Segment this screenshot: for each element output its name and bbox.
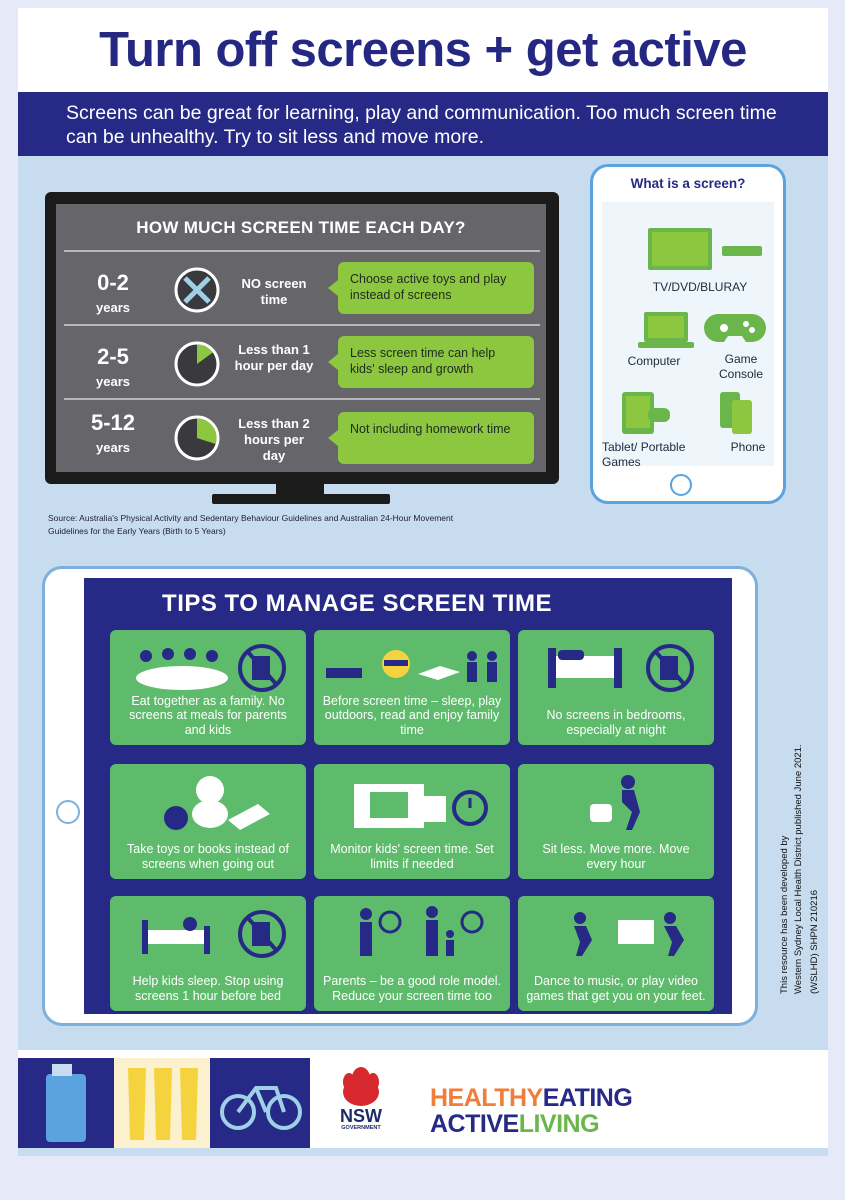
family-activities-icon	[326, 650, 497, 682]
subtitle-bar: Screens can be great for learning, play …	[18, 92, 828, 156]
tip-text: Sit less. Move more. Move every hour	[542, 842, 690, 871]
bicycle-icon	[220, 1086, 302, 1130]
tip-card: Sit less. Move more. Move every hour	[518, 764, 714, 879]
sleeping-child-icon	[142, 910, 286, 958]
tv-icon	[648, 228, 762, 270]
row-divider	[64, 324, 540, 326]
age-group: 0-2 years	[96, 270, 130, 315]
waratah-logo-icon	[343, 1067, 379, 1106]
tip-card: Take toys or books instead of screens wh…	[110, 764, 306, 879]
screen-tip: Less screen time can help kids' sleep an…	[328, 336, 534, 388]
row-divider	[64, 250, 540, 252]
bicycle-tile	[210, 1058, 310, 1148]
tip-card: Parents – be a good role model. Reduce y…	[314, 896, 510, 1011]
water-bottle-tile	[18, 1058, 114, 1148]
tip-text: Eat together as a family. No screens at …	[129, 693, 287, 737]
dancing-icon	[574, 912, 684, 956]
screen-time-heading: HOW MUCH SCREEN TIME EACH DAY?	[136, 218, 466, 237]
phone-icon	[720, 392, 752, 434]
carrots-tile	[114, 1058, 210, 1148]
clock-fill	[197, 344, 213, 364]
nsw-government-text: GOVERNMENT	[341, 1125, 381, 1131]
brand-active-living: ACTIVELIVING	[430, 1110, 600, 1138]
monitor-timer-icon	[354, 784, 488, 828]
age-group: 5-12 years	[90, 410, 136, 455]
game-console-icon	[704, 314, 766, 342]
page-title: Turn off screens + get active	[99, 23, 747, 77]
tablet-icon	[622, 392, 670, 434]
tip-text: Parents – be a good role model. Reduce y…	[323, 974, 501, 1003]
limit-text: Less than 1 hour per day	[234, 342, 314, 373]
teddy-books-icon	[164, 776, 270, 830]
device-icons	[622, 228, 766, 434]
walking-person-icon	[590, 775, 640, 830]
device-label-console: Game Console	[718, 352, 764, 381]
computer-icon	[638, 312, 694, 348]
tip-text: No screens in bedrooms, especially at ni…	[546, 708, 686, 737]
subtitle: Screens can be great for learning, play …	[66, 102, 777, 148]
tip-text: Take toys or books instead of screens wh…	[127, 842, 289, 871]
screen-tip: Choose active toys and play instead of s…	[328, 262, 534, 314]
credit-note: This resource has been developed by West…	[779, 744, 820, 994]
tip-text: Before screen time – sleep, play outdoor…	[322, 693, 502, 737]
screen-tip: Not including homework time	[328, 412, 534, 464]
corn-icon	[128, 1068, 198, 1140]
tip-card: Dance to music, or play video games that…	[518, 896, 714, 1011]
row-divider	[64, 398, 540, 400]
tip-text: Dance to music, or play video games that…	[526, 974, 706, 1003]
no-screen-clock-icon	[174, 267, 220, 313]
clock-fill	[197, 418, 217, 445]
tip-card: Eat together as a family. No screens at …	[110, 630, 306, 745]
nsw-logo-text: NSW	[340, 1106, 382, 1126]
tablet-home-button	[56, 800, 80, 824]
phone-home-button	[670, 474, 692, 496]
device-label-computer: Computer	[627, 354, 681, 368]
title-bar: Turn off screens + get active	[18, 8, 828, 92]
limit-text: NO screen time	[241, 276, 307, 307]
family-meal-icon	[136, 644, 286, 692]
tip-card: Monitor kids' screen time. Set limits if…	[314, 764, 510, 879]
devices-title: What is a screen?	[630, 176, 746, 191]
header: Turn off screens + get active Screens ca…	[18, 8, 828, 156]
device-label-tv: TV/DVD/BLURAY	[652, 280, 748, 294]
tip-card: Before screen time – sleep, play outdoor…	[314, 630, 510, 745]
clock-two-hours-icon	[174, 415, 220, 461]
tip-text: Monitor kids' screen time. Set limits if…	[330, 842, 494, 871]
bed-no-screen-icon	[548, 644, 694, 692]
water-bottle-icon	[46, 1064, 86, 1142]
source-note: Source: Australia's Physical Activity an…	[48, 513, 454, 536]
brand-healthy-eating: HEALTHYEATING	[430, 1084, 633, 1112]
device-label-phone: Phone	[730, 440, 766, 454]
role-model-icon	[360, 906, 484, 956]
tip-card: No screens in bedrooms, especially at ni…	[518, 630, 714, 745]
tip-card: Help kids sleep. Stop using screens 1 ho…	[110, 896, 306, 1011]
limit-text: Less than 2 hours per day	[238, 416, 310, 463]
tv-stand-base	[212, 494, 390, 504]
age-group: 2-5 years	[96, 344, 130, 389]
tips-heading: TIPS TO MANAGE SCREEN TIME	[162, 590, 552, 617]
tip-text: Help kids sleep. Stop using screens 1 ho…	[132, 974, 284, 1003]
device-label-tablet: Tablet/ Portable Games	[602, 440, 686, 469]
clock-one-hour-icon	[174, 341, 220, 387]
